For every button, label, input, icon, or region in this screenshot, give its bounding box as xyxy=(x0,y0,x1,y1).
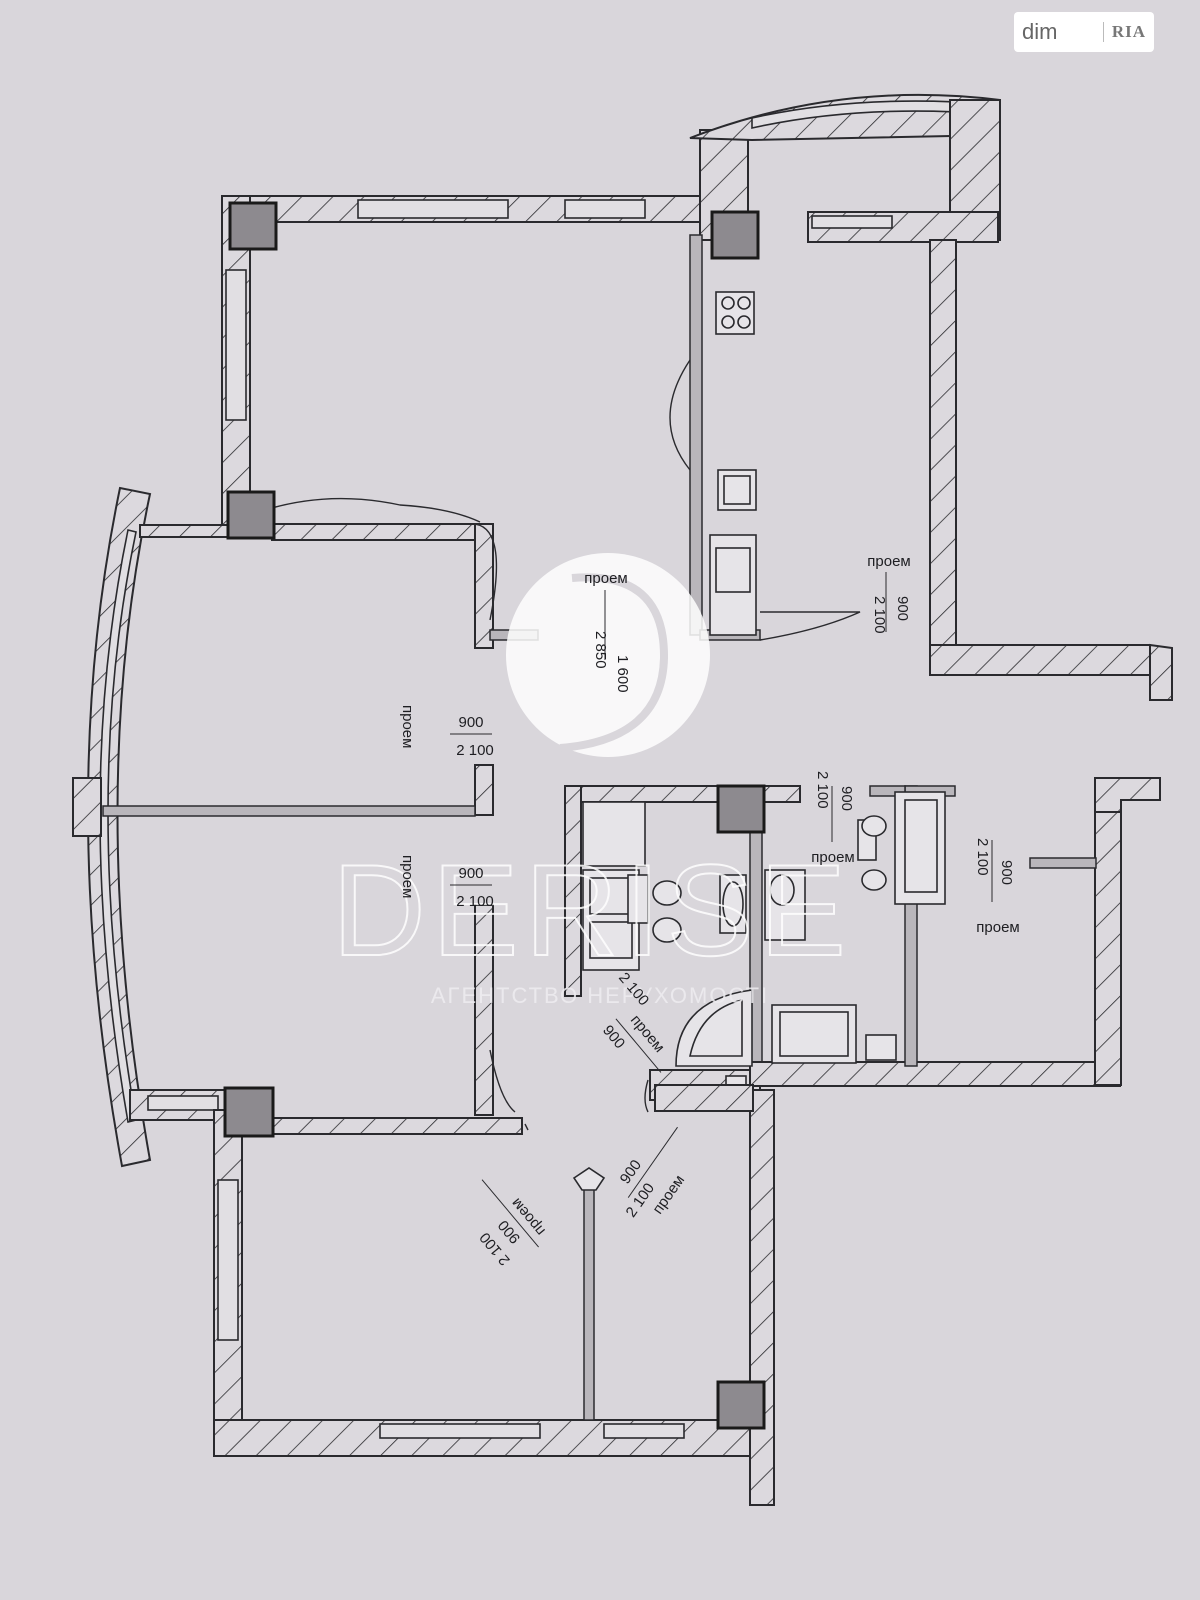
opening-width: 900 xyxy=(998,860,1015,885)
opening-width: 900 xyxy=(458,714,483,731)
bidet-toilet-pair xyxy=(627,874,682,943)
column xyxy=(716,784,766,834)
column xyxy=(228,201,278,251)
opening-word: проем xyxy=(399,855,416,898)
west-facade xyxy=(72,486,231,1168)
column xyxy=(226,490,276,540)
corner-bathtub xyxy=(675,989,753,1067)
sink-island xyxy=(719,869,806,941)
watermark-brand: DERISE xyxy=(332,837,852,983)
opening-width: 1 600 xyxy=(614,655,631,693)
north-wall xyxy=(221,195,703,223)
opening-width: 900 xyxy=(617,1157,645,1187)
wc-fixtures xyxy=(857,791,946,905)
door-mark-sl xyxy=(524,1123,529,1131)
column xyxy=(223,1086,275,1138)
door-swing xyxy=(759,611,861,641)
kitchen-walls xyxy=(689,93,1173,701)
opening-height: 2 100 xyxy=(814,771,831,809)
opening-label-south-right: проем 900 2 100 xyxy=(617,1126,688,1221)
shower-tray xyxy=(582,801,646,867)
watermark-circle xyxy=(506,553,710,757)
column xyxy=(710,210,760,260)
door-swing-left-lower xyxy=(489,1049,516,1113)
stove xyxy=(715,291,755,335)
second-bathtub xyxy=(771,1004,897,1064)
south-room-walls xyxy=(213,1084,775,1506)
arch-curve xyxy=(669,359,691,471)
opening-width: 900 xyxy=(838,786,855,811)
opening-word: проем xyxy=(976,919,1019,936)
opening-width: 900 xyxy=(599,1022,628,1052)
opening-height: 2 100 xyxy=(871,596,888,634)
opening-height: 2 100 xyxy=(974,838,991,876)
opening-word: проем xyxy=(811,849,854,866)
opening-word: проем xyxy=(627,1012,668,1056)
column xyxy=(716,1380,766,1430)
opening-label-wc: 2 100 900 проем xyxy=(811,771,855,866)
bathroom-walls xyxy=(564,777,1161,1101)
opening-label-kitchen-arch: проем 1 600 2 850 xyxy=(584,570,631,693)
opening-word: проем xyxy=(399,705,416,748)
dim-ria-logo[interactable]: dim RIA xyxy=(1014,12,1154,52)
opening-label-east-room: 2 100 900 проем xyxy=(974,838,1020,936)
opening-height: 2 100 xyxy=(456,742,494,759)
sink xyxy=(717,469,757,511)
opening-label-right-room: проем 900 2 100 xyxy=(867,553,911,634)
door-swing-left-upper xyxy=(467,523,498,621)
kitchen-counter xyxy=(709,534,757,636)
watermark-subtitle: АГЕНТСТВО НЕРУХОМОСТІ xyxy=(431,983,769,1008)
door-mark-sr xyxy=(644,1079,649,1113)
opening-label-south-left: проем 900 2 100 xyxy=(476,1179,549,1269)
left-room-walls xyxy=(102,523,539,1135)
west-wall-upper xyxy=(221,195,251,527)
cable-curve xyxy=(264,497,481,523)
opening-label-left-upper: проем 900 2 100 xyxy=(399,705,494,759)
opening-word: проем xyxy=(584,570,627,587)
watermark-d-glyph xyxy=(559,573,669,752)
opening-width: 900 xyxy=(894,596,911,621)
logo-dim-text: dim xyxy=(1022,19,1058,44)
watermark: DERISE АГЕНТСТВО НЕРУХОМОСТІ xyxy=(331,553,852,1008)
opening-word: проем xyxy=(867,553,910,570)
opening-width: 900 xyxy=(458,865,483,882)
opening-label-left-lower: проем 900 2 100 xyxy=(399,855,494,910)
opening-height: 2 850 xyxy=(592,631,609,669)
opening-word: проем xyxy=(649,1172,688,1217)
opening-height: 2 100 xyxy=(456,893,494,910)
logo-ria-text: RIA xyxy=(1102,22,1146,42)
